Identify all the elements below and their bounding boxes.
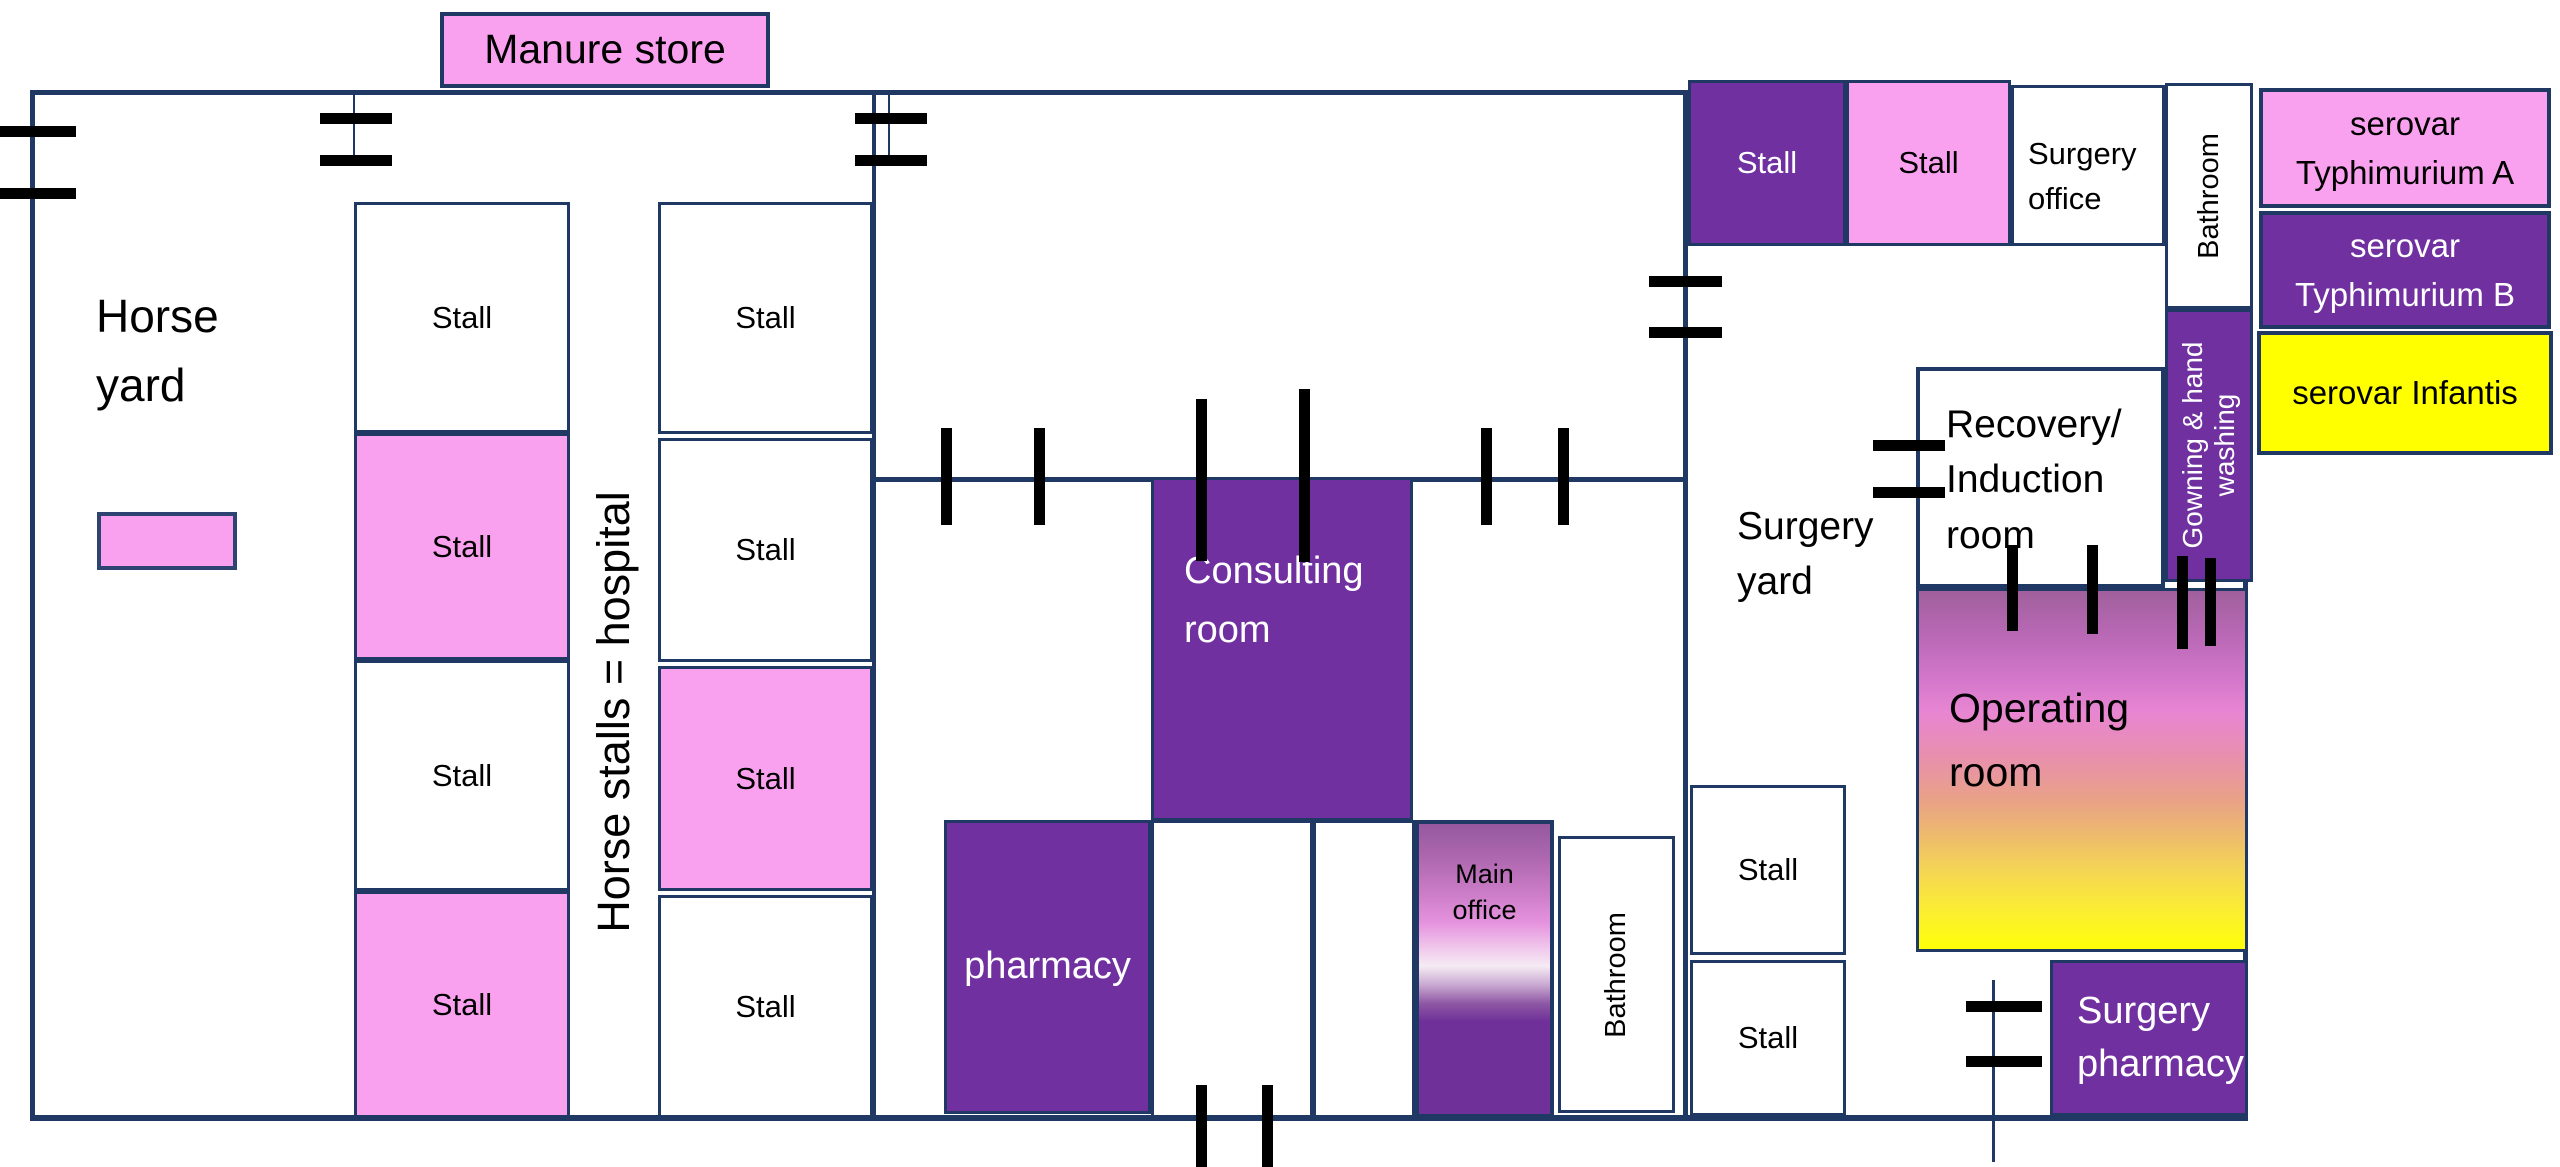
legend-label: serovar Infantis [2292, 373, 2518, 411]
door-mark [1196, 1085, 1207, 1167]
stall-b2: Stall [658, 438, 873, 662]
room-middle-white-1 [1151, 820, 1313, 1118]
room-manure-store: Manure store [440, 12, 770, 88]
wall-left-building-right [872, 90, 876, 1117]
horse-stalls-hospital-label: Horse stalls = hospital [588, 491, 639, 933]
door-mark [941, 428, 952, 525]
legend-serovar-typhimurium-b: serovar Typhimurium B [2259, 211, 2551, 329]
stall-a2: Stall [354, 433, 570, 660]
stall-label: Stall [1898, 145, 1959, 181]
stall-label: Stall [735, 300, 796, 336]
surgery-office-label: Surgery office [2028, 136, 2137, 216]
room-consulting: Consulting room [1151, 477, 1413, 821]
room-stall-lower-2: Stall [1690, 960, 1846, 1116]
legend-serovar-infantis: serovar Infantis [2257, 331, 2553, 455]
door-mark [1196, 399, 1207, 561]
room-middle-white-2 [1313, 820, 1415, 1118]
right-bathroom-label: Bathroom [2192, 133, 2225, 259]
door-mark [2007, 545, 2018, 631]
stall-label: Stall [431, 299, 493, 335]
door-mark [1649, 327, 1722, 338]
door-mark [1034, 428, 1045, 525]
door-jamb-line [888, 90, 890, 166]
horse-yard-label: Horse yard [96, 290, 219, 411]
door-mark [2177, 556, 2188, 649]
room-right-bathroom [2165, 83, 2253, 309]
door-mark [2205, 558, 2216, 646]
room-middle-bathroom [1558, 836, 1675, 1113]
stall-label: Stall [735, 760, 796, 796]
stall-a4: Stall [354, 891, 570, 1118]
door-mark [855, 113, 927, 124]
door-mark [1262, 1085, 1273, 1167]
stall-b4: Stall [658, 895, 873, 1118]
room-gowning [2165, 309, 2253, 582]
stall-label: Stall [431, 757, 493, 793]
room-surgery-pharmacy: Surgery pharmacy [2050, 960, 2248, 1116]
room-stall-lower-1: Stall [1690, 785, 1846, 955]
horse-yard-key-box [97, 512, 237, 570]
wall-left [30, 90, 35, 1121]
door-mark [1966, 1001, 2042, 1012]
recovery-room-label: Recovery/ Induction room [1946, 403, 2122, 557]
pharmacy-label: pharmacy [964, 945, 1131, 988]
legend-serovar-typhimurium-a: serovar Typhimurium A [2259, 88, 2551, 208]
door-jamb-line [1992, 980, 1995, 1162]
door-mark [1558, 428, 1569, 525]
door-mark [1966, 1056, 2042, 1067]
gowning-label: Gowning & hand washing [2176, 341, 2240, 549]
door-jamb-line [353, 90, 355, 166]
stall-b3: Stall [658, 666, 873, 891]
operating-room-label: Operating room [1949, 685, 2130, 795]
legend-label: serovar Typhimurium A [2295, 104, 2515, 192]
door-mark [0, 188, 76, 199]
manure-store-label: Manure store [484, 26, 726, 73]
stall-label: Stall [1736, 145, 1798, 181]
door-mark [2087, 545, 2098, 634]
stall-b1: Stall [658, 202, 873, 434]
stall-label: Stall [1737, 1020, 1799, 1056]
door-mark [1873, 487, 1945, 498]
stall-label: Stall [431, 986, 493, 1022]
room-stall-top-purple: Stall [1688, 80, 1846, 246]
door-mark [1649, 276, 1722, 287]
stall-a1: Stall [354, 202, 570, 433]
room-operating: Operating room [1916, 588, 2248, 952]
room-pharmacy: pharmacy [944, 820, 1151, 1114]
door-mark [1481, 428, 1492, 525]
stall-label: Stall [735, 532, 796, 568]
room-main-office: Main office [1415, 820, 1554, 1118]
door-mark [1299, 389, 1310, 562]
main-office-label: Main office [1452, 859, 1517, 926]
stall-label: Stall [431, 528, 493, 564]
wall-right-building-left [1683, 90, 1688, 1117]
stall-a3: Stall [354, 660, 570, 891]
room-recovery-induction: Recovery/ Induction room [1916, 367, 2165, 588]
middle-bathroom-label: Bathroom [1599, 912, 1632, 1038]
door-mark [320, 113, 392, 124]
door-mark [0, 126, 76, 137]
legend-label: serovar Typhimurium B [2294, 226, 2516, 314]
wall-bottom [30, 1115, 2248, 1121]
surgery-pharmacy-label: Surgery pharmacy [2077, 989, 2244, 1085]
consulting-room-label: Consulting room [1184, 550, 1364, 651]
room-surgery-office: Surgery office [2011, 85, 2165, 246]
door-mark [1873, 440, 1945, 451]
wall-top [30, 90, 1688, 95]
surgery-yard-label: Surgery yard [1737, 505, 1874, 603]
door-mark [320, 155, 392, 166]
room-stall-top-pink: Stall [1846, 80, 2011, 246]
stall-label: Stall [735, 988, 796, 1024]
door-mark [855, 155, 927, 166]
stall-label: Stall [1737, 852, 1799, 888]
